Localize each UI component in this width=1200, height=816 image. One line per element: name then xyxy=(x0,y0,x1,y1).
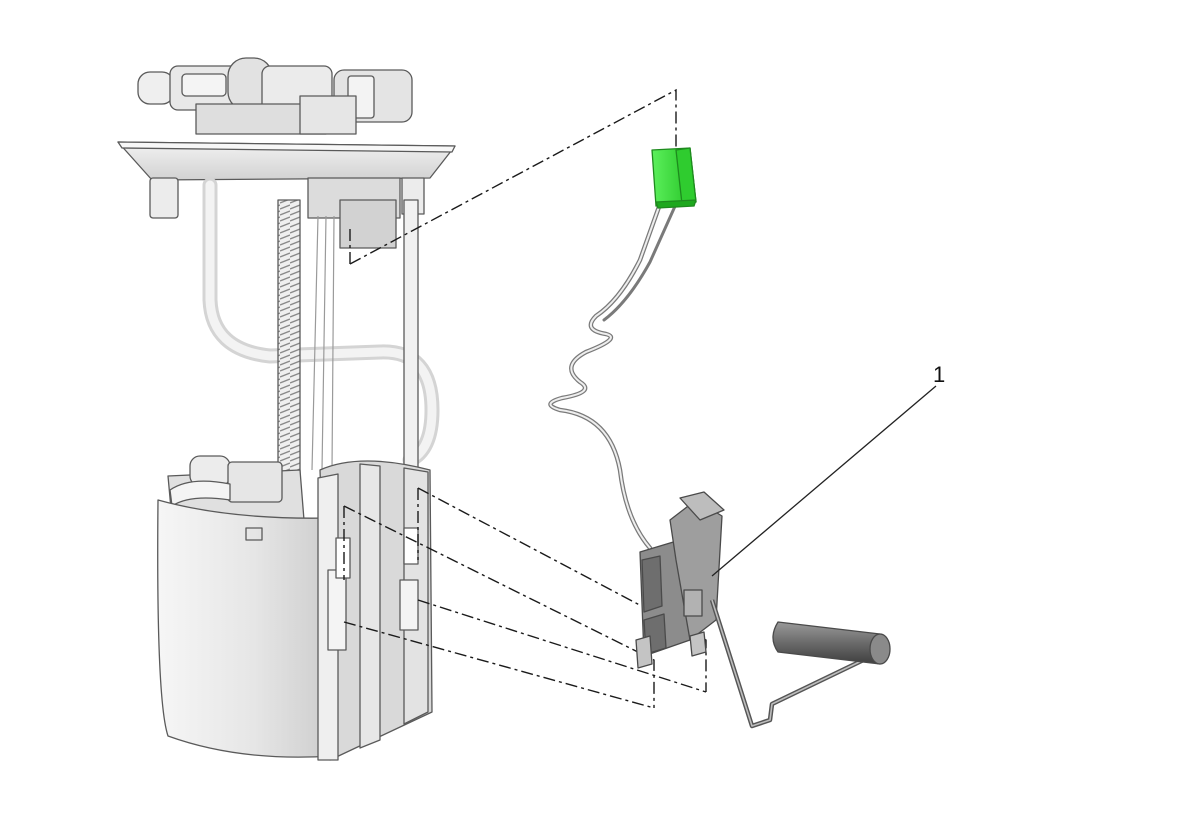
sender-wire-harness xyxy=(548,201,663,551)
guide-line-bottom-b xyxy=(417,599,707,693)
module-flange xyxy=(117,141,456,249)
float-arm xyxy=(709,599,881,729)
guide-line-lower-tab-2 xyxy=(343,505,655,708)
fuel-pump-module xyxy=(117,57,456,761)
module-wiring xyxy=(311,215,335,471)
guide-rod xyxy=(403,199,419,501)
fuel-float xyxy=(772,621,891,665)
module-top-fittings xyxy=(137,57,413,135)
sender-body xyxy=(635,491,725,669)
sender-electrical-connector xyxy=(651,147,697,209)
guide-line-connector xyxy=(349,88,677,265)
guide-line-upper-tab xyxy=(417,487,707,692)
reservoir-top-fittings xyxy=(167,455,305,521)
fuel-line-hose xyxy=(202,177,440,468)
callout-label: 1 xyxy=(933,362,945,387)
guide-line-bottom-a xyxy=(343,621,655,709)
fuel-reservoir xyxy=(157,499,333,758)
assembly-guide-lines xyxy=(343,88,707,709)
callout-leader-line xyxy=(711,385,937,577)
callout-1: 1 xyxy=(711,362,945,577)
sender-mounting-bracket xyxy=(317,460,433,761)
fuel-level-sender xyxy=(548,147,891,729)
